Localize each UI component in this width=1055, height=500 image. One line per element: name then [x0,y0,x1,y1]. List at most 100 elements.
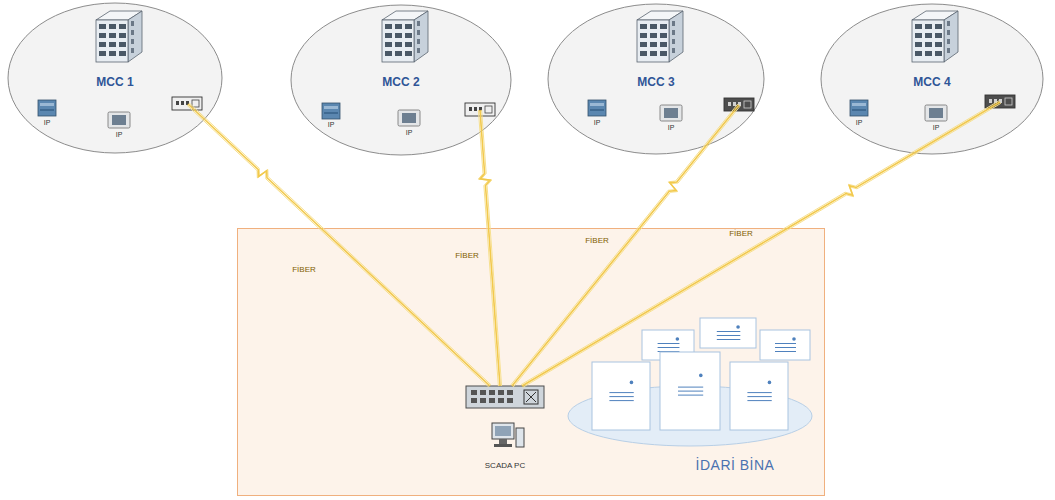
building-window [947,39,950,44]
building-window [109,24,116,29]
building-window [395,24,402,29]
switch-port [471,390,477,395]
hmi-screen [402,113,416,123]
fiber-run [320,229,489,387]
switch-icon [172,97,202,110]
mcc-ellipse [291,5,511,155]
server-slot [747,396,771,397]
switch-port [176,101,179,105]
building-window [660,24,667,29]
fiber-run [487,228,498,386]
plc-icon [322,103,340,119]
server-body [700,318,756,348]
building-window [395,51,402,56]
building-window [947,21,950,26]
fiber-run [706,105,739,145]
building-window [405,33,412,38]
fiber-link [788,153,914,228]
server-led [768,381,772,385]
switch-port [474,107,477,111]
switch-port [471,398,477,403]
mcc-title: MCC 4 [913,76,950,89]
building-window [650,33,657,38]
building-icon [637,11,683,62]
mcc-ellipse [8,3,222,153]
switch-port [489,390,495,395]
ip-label: IP [328,121,335,129]
server-slot [658,343,680,344]
fiber-run [513,229,641,387]
hmi-icon [398,110,420,126]
building-window [640,42,647,47]
switch-icon [724,98,754,111]
switch-panel [744,101,751,108]
building-window [640,33,647,38]
fiber-run [915,103,1001,154]
building-window [672,30,675,35]
pc-tower [516,428,524,447]
server-slot [609,400,633,401]
building-window [395,33,402,38]
building-window [915,42,922,47]
fiber-run [189,103,205,118]
plc-icon [38,100,56,116]
pc-label: SCADA PC [485,462,525,471]
building-window [131,39,134,44]
fiber-run [705,104,738,144]
fiber-link [480,131,490,228]
building-window [650,24,657,29]
switch-port [728,102,731,106]
building-window [385,51,392,56]
switch-port [480,398,486,403]
server-body [760,330,810,360]
building-window [925,51,932,56]
hmi-body [660,105,682,121]
hmi-body [108,112,130,128]
server-slot [609,396,633,397]
building-window [915,24,922,29]
server-icon [592,362,650,430]
ip-label: IP [668,124,675,132]
switch-body [172,97,202,110]
hmi-body [925,105,947,121]
building-rect [238,229,825,496]
building-window [650,51,657,56]
ip-label: IP [594,119,601,127]
fiber-run [914,102,1000,153]
building-window [672,39,675,44]
hmi-icon [925,105,947,121]
building-window [417,48,420,53]
plc-icon [588,100,606,116]
plc-stripe [40,103,54,106]
hmi-screen [664,108,678,118]
plc-stripe [324,106,338,109]
building-side [669,11,683,62]
server-slot [717,331,741,332]
building-window [99,51,106,56]
switch-panel [524,390,538,404]
switch-port [469,107,472,111]
building-window [131,30,134,35]
building-window [925,33,932,38]
building-window [405,51,412,56]
server-slot [678,387,703,388]
building-window [99,42,106,47]
fiber-run [188,104,204,119]
hmi-screen [929,108,943,118]
building-side [944,11,958,62]
fiber-run [521,227,787,385]
server-icon [760,330,810,360]
building-window [947,30,950,35]
server-led [630,381,634,385]
fiber-run [913,101,999,152]
fiber-run [708,106,741,146]
fiber-run [511,227,639,385]
building-window [395,42,402,47]
fiber-run [490,228,501,386]
building-window [119,51,126,56]
building-icon [912,11,958,62]
